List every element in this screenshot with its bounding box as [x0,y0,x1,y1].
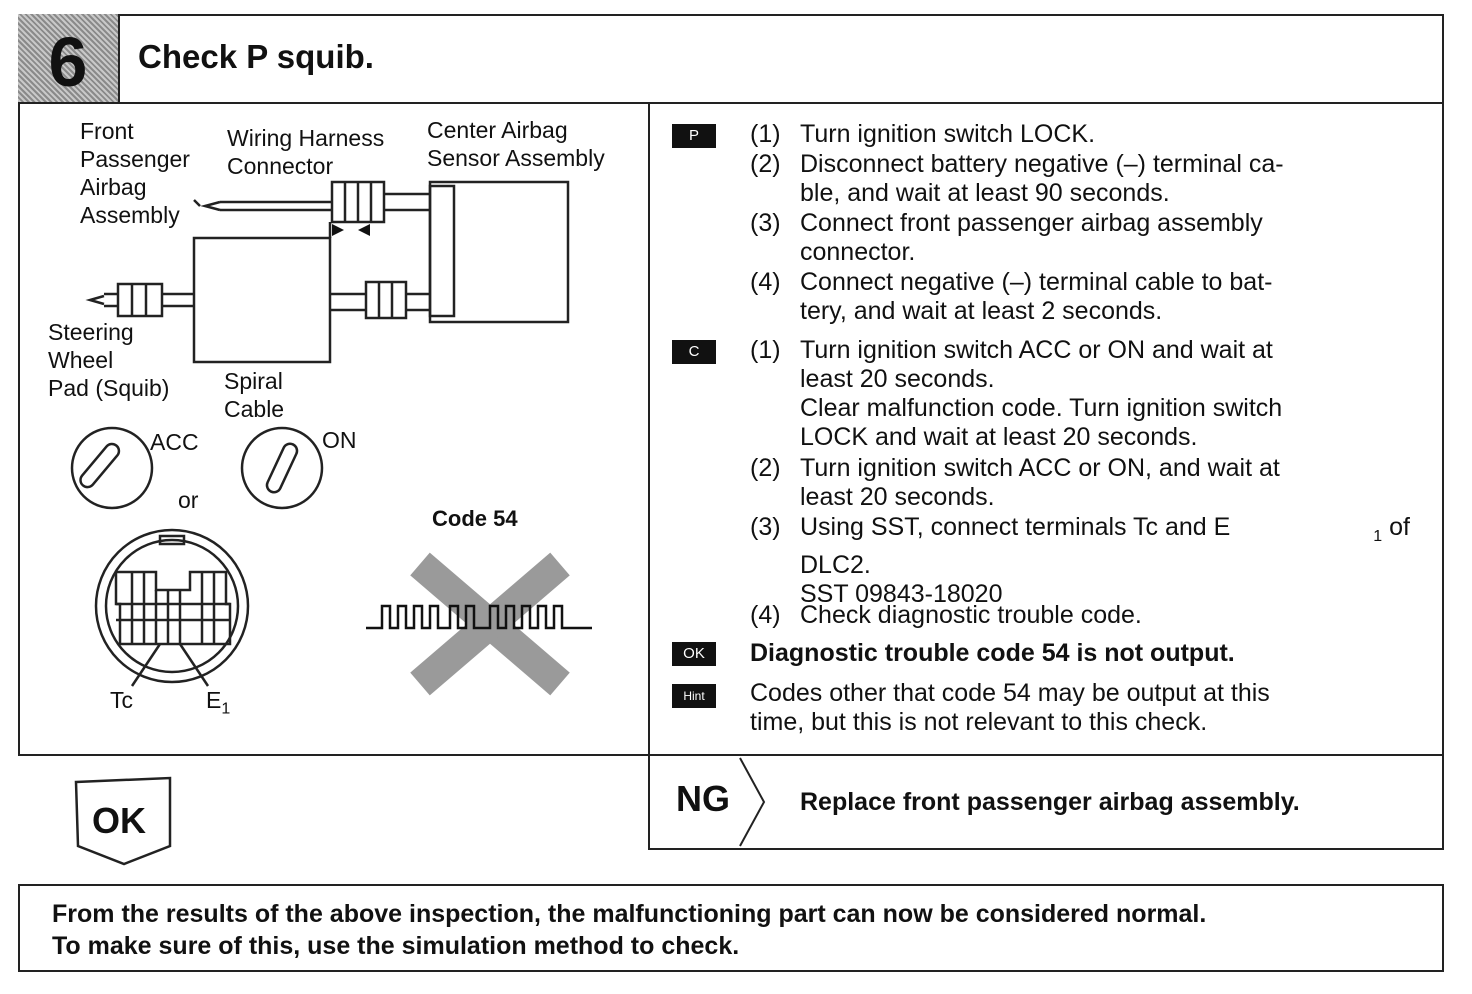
badge-ok: OK [672,642,716,666]
label-on: ON [322,427,357,453]
ok-result-text: Diagnostic trouble code 54 is not output… [750,639,1235,667]
step-number: (3) [750,513,781,541]
label-or: or [178,487,199,513]
wiring-diagram [70,180,592,696]
note-line: To make sure of this, use the simulation… [52,932,740,960]
step-number: (2) [750,150,781,178]
label-code-54: Code 54 [432,506,518,531]
ok-label: OK [92,800,146,841]
ng-label: NG [676,778,730,819]
label-spiral-cable: Spiral Cable [224,368,285,422]
ng-action-text: Replace front passenger airbag assembly. [800,788,1300,816]
step-text: Disconnect battery negative (–) terminal… [800,150,1284,207]
badge-p: P [672,124,716,148]
column-divider [648,102,650,850]
step-number: (4) [750,268,781,296]
step-number: (4) [750,601,781,629]
step-text: Connect negative (–) terminal cable to b… [800,268,1273,325]
ng-box [648,754,1444,850]
step-number-badge: 6 [18,14,120,104]
ng-chevron [739,757,766,847]
step-text: Turn ignition switch ACC or ON, and wait… [800,454,1280,511]
step-number: (1) [750,336,781,364]
step-number: (1) [750,120,781,148]
label-tc: Tc [110,687,133,713]
step-number: (2) [750,454,781,482]
label-e1: E1 [206,687,231,718]
ok-arrow-tag [74,776,172,866]
step-number: 6 [48,23,88,101]
note-box [18,884,1444,972]
step-number: (3) [750,209,781,237]
step-text: Check diagnostic trouble code. [800,601,1142,629]
note-line: From the results of the above inspection… [52,900,1207,928]
label-steering-wheel-pad: Steering Wheel Pad (Squib) [48,319,170,401]
hint-text: Codes other that code 54 may be output a… [750,679,1270,736]
step-text: Turn ignition switch LOCK. [800,120,1096,148]
label-front-passenger-airbag: Front Passenger Airbag Assembly [80,118,190,228]
label-center-airbag-sensor: Center Airbag Sensor Assembly [427,117,605,171]
label-acc: ACC [150,429,199,455]
step-text: Turn ignition switch ACC or ON and wait … [800,336,1283,451]
page-title: Check P squib. [138,38,374,75]
badge-hint: Hint [672,684,716,708]
label-wiring-harness-connector: Wiring Harness Connector [227,125,385,179]
badge-c: C [672,340,716,364]
